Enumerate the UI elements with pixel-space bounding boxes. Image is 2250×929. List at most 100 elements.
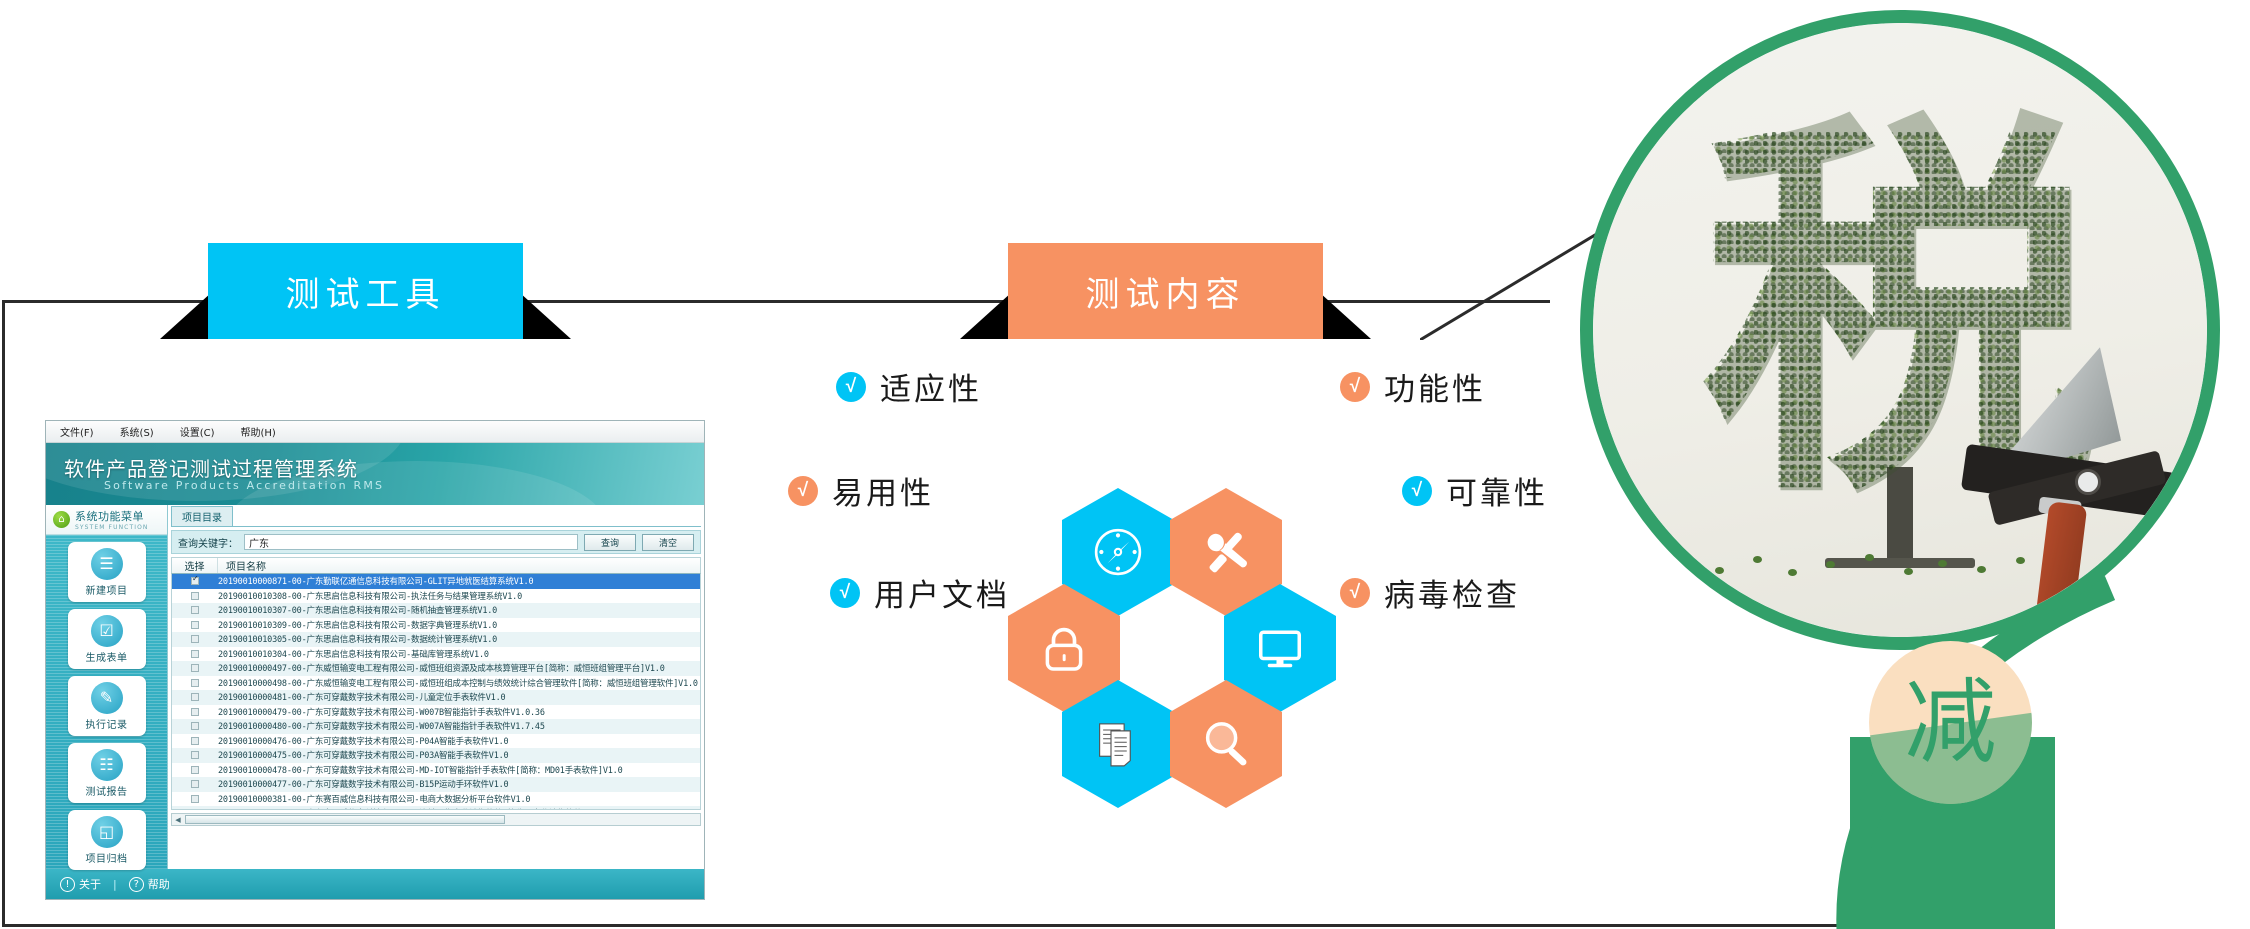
- scroll-left-arrow[interactable]: ◀: [175, 815, 181, 824]
- label-reliability: √ 可靠性: [1402, 468, 1548, 513]
- column-header-project-name: 项目名称: [226, 562, 266, 573]
- sidebar-item-label: 新建项目: [85, 585, 128, 597]
- row-checkbox[interactable]: [172, 751, 218, 760]
- execution-record-icon: ✎: [90, 681, 123, 714]
- row-checkbox[interactable]: [172, 780, 218, 789]
- home-icon: ⌂: [53, 511, 70, 528]
- table-row[interactable]: 20190010000478-00-广东可穿戴数字技术有限公司-MD-IOT智能…: [172, 763, 700, 778]
- status-separator: |: [113, 877, 117, 891]
- project-name-cell: 20190010000476-00-广东可穿戴数字技术有限公司-P04A智能手表…: [218, 736, 509, 747]
- check-icon: √: [830, 577, 860, 608]
- sidebar-item-archive-project[interactable]: ◱ 项目归档: [67, 810, 146, 870]
- row-checkbox[interactable]: [172, 606, 218, 615]
- hexagon-cluster: [1008, 488, 1336, 833]
- check-icon: √: [1402, 475, 1432, 506]
- pruning-shears: [1960, 353, 2193, 637]
- table-row[interactable]: 20190010000382-00-广东赛百威信息科技有限公司-连锁零售企业销售…: [172, 806, 700, 810]
- project-name-cell: 20190010000498-00-广东威恒输变电工程有限公司-威恒班组成本控制…: [218, 678, 698, 689]
- project-name-cell: 20190010000477-00-广东可穿戴数字技术有限公司-B15P运动手环…: [218, 780, 509, 791]
- sidebar-item-generate-form[interactable]: ☑ 生成表单: [67, 609, 146, 669]
- table-row[interactable]: 20190010000477-00-广东可穿戴数字技术有限公司-B15P运动手环…: [172, 777, 700, 792]
- tab-project-catalog[interactable]: 项目目录: [171, 506, 233, 526]
- sidebar-item-new-project[interactable]: ☰ 新建项目: [67, 542, 146, 602]
- table-body[interactable]: 20190010000871-00-广东勤联亿通信息科技有限公司-GLIT异地就…: [171, 574, 701, 810]
- project-name-cell: 20190010000478-00-广东可穿戴数字技术有限公司-MD-IOT智能…: [218, 765, 623, 776]
- row-checkbox[interactable]: [172, 693, 218, 702]
- table-row[interactable]: 20190010010309-00-广东思启信息科技有限公司-数据字典管理系统V…: [172, 618, 700, 633]
- table-row[interactable]: 20190010000476-00-广东可穿戴数字技术有限公司-P04A智能手表…: [172, 734, 700, 749]
- table-row[interactable]: 20190010000381-00-广东赛百威信息科技有限公司-电商大数据分析平…: [172, 792, 700, 807]
- row-checkbox[interactable]: [172, 765, 218, 774]
- row-checkbox[interactable]: [172, 635, 218, 644]
- about-button[interactable]: ! 关于: [60, 876, 101, 892]
- label-text: 用户文档: [874, 578, 1010, 613]
- row-checkbox[interactable]: [172, 736, 218, 745]
- monitor-icon: [1259, 630, 1301, 668]
- table-row[interactable]: 20190010010308-00-广东思启信息科技有限公司-执法任务与结果管理…: [172, 589, 700, 604]
- horizontal-scrollbar[interactable]: ◀: [171, 813, 701, 826]
- menu-item-help[interactable]: 帮助(H): [240, 428, 276, 439]
- row-checkbox[interactable]: [172, 575, 218, 586]
- wrench-screwdriver-icon: [1207, 532, 1247, 573]
- sidebar-item-test-report[interactable]: ☷ 测试报告: [67, 743, 146, 803]
- project-name-cell: 20190010010307-00-广东思启信息科技有限公司-随机抽查管理系统V…: [218, 606, 498, 617]
- row-checkbox[interactable]: [172, 707, 218, 716]
- app-title-english: Software Products Accreditation RMS: [104, 479, 385, 492]
- table-row[interactable]: 20190010000481-00-广东可穿戴数字技术有限公司-儿童定位手表软件…: [172, 690, 700, 705]
- photo-content: 税: [1593, 23, 2207, 637]
- sidebar-item-execution-record[interactable]: ✎ 执行记录: [67, 676, 146, 736]
- table-row[interactable]: 20190010000497-00-广东威恒输变电工程有限公司-威恒班组资源及成…: [172, 661, 700, 676]
- project-name-cell: 20190010000479-00-广东可穿戴数字技术有限公司-W007B智能指…: [218, 707, 545, 718]
- table-row[interactable]: 20190010010305-00-广东思启信息科技有限公司-数据统计管理系统V…: [172, 632, 700, 647]
- info-icon: !: [60, 876, 75, 892]
- magnifier-icon: [1205, 722, 1247, 766]
- project-name-cell: 20190010010308-00-广东思启信息科技有限公司-执法任务与结果管理…: [218, 591, 523, 602]
- table-row[interactable]: 20190010000479-00-广东可穿戴数字技术有限公司-W007B智能指…: [172, 705, 700, 720]
- project-name-cell: 20190010000475-00-广东可穿戴数字技术有限公司-P03A智能手表…: [218, 751, 509, 762]
- badge-character: 减: [1904, 668, 1997, 776]
- label-functionality: √ 功能性: [1340, 364, 1486, 409]
- row-checkbox[interactable]: [172, 722, 218, 731]
- banner-test-content: 测试内容: [960, 243, 1371, 339]
- search-input[interactable]: [244, 534, 578, 550]
- project-name-cell: 20190010000382-00-广东赛百威信息科技有限公司-连锁零售企业销售…: [218, 807, 700, 809]
- lock-icon: [1045, 627, 1083, 671]
- row-checkbox[interactable]: [172, 664, 218, 673]
- project-name-cell: 20190010000497-00-广东威恒输变电工程有限公司-威恒班组资源及成…: [218, 664, 665, 675]
- label-text: 病毒检查: [1384, 578, 1520, 613]
- scrollbar-thumb[interactable]: [185, 815, 505, 824]
- row-checkbox[interactable]: [172, 678, 218, 687]
- table-row[interactable]: 20190010000475-00-广东可穿戴数字技术有限公司-P03A智能手表…: [172, 748, 700, 763]
- sidebar-title: ⌂ 系统功能菜单 SYSTEM FUNCTION: [46, 505, 167, 535]
- menu-item-system[interactable]: 系统(S): [119, 428, 154, 439]
- project-name-cell: 20190010010304-00-广东思启信息科技有限公司-基础库管理系统V1…: [218, 649, 489, 660]
- menu-item-settings[interactable]: 设置(C): [179, 428, 215, 439]
- row-checkbox[interactable]: [172, 591, 218, 600]
- row-checkbox[interactable]: [172, 809, 218, 810]
- search-label: 查询关键字：: [178, 538, 238, 550]
- tab-strip: 项目目录: [171, 506, 701, 527]
- banner-test-tools-label: 测试工具: [208, 243, 523, 339]
- clear-button[interactable]: 清空: [642, 533, 694, 551]
- menu-item-file[interactable]: 文件(F): [60, 428, 94, 439]
- row-checkbox[interactable]: [172, 794, 218, 803]
- query-button[interactable]: 查询: [584, 533, 636, 551]
- banner-test-tools: 测试工具: [160, 243, 571, 339]
- project-name-cell: 20190010000481-00-广东可穿戴数字技术有限公司-儿童定位手表软件…: [218, 693, 506, 704]
- label-text: 功能性: [1384, 372, 1486, 407]
- content-pane: 项目目录 查询关键字： 查询 清空 选择 项目名称 20190010000871…: [168, 505, 704, 869]
- app-header-banner: 软件产品登记测试过程管理系统 Software Products Accredi…: [46, 443, 704, 505]
- help-button[interactable]: ? 帮助: [128, 876, 170, 892]
- table-row[interactable]: 20190010000480-00-广东可穿戴数字技术有限公司-W007A智能指…: [172, 719, 700, 734]
- label-text: 可靠性: [1446, 476, 1548, 511]
- table-row[interactable]: 20190010000498-00-广东威恒输变电工程有限公司-威恒班组成本控制…: [172, 676, 700, 691]
- table-row[interactable]: 20190010000871-00-广东勤联亿通信息科技有限公司-GLIT异地就…: [172, 574, 700, 589]
- row-checkbox[interactable]: [172, 620, 218, 629]
- row-checkbox[interactable]: [172, 649, 218, 658]
- label-text: 易用性: [832, 476, 934, 511]
- project-name-cell: 20190010010305-00-广东思启信息科技有限公司-数据统计管理系统V…: [218, 635, 498, 646]
- table-row[interactable]: 20190010010307-00-广东思启信息科技有限公司-随机抽查管理系统V…: [172, 603, 700, 618]
- table-row[interactable]: 20190010010304-00-广东思启信息科技有限公司-基础库管理系统V1…: [172, 647, 700, 662]
- status-bar: ! 关于 | ? 帮助: [46, 869, 704, 899]
- sidebar-item-label: 执行记录: [85, 719, 128, 731]
